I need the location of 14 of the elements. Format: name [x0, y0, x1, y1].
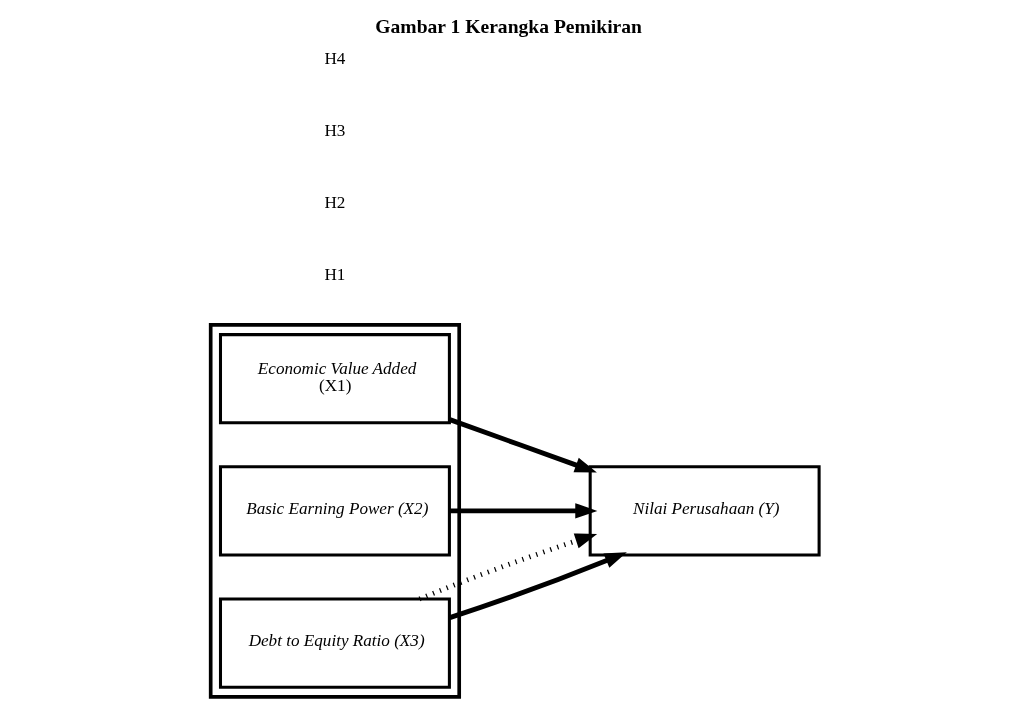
- arrow: [448, 552, 627, 620]
- node-box: Debt to Equity Ratio (X3): [218, 597, 451, 689]
- arrow: [449, 503, 597, 519]
- label: H4: [323, 48, 345, 68]
- node-box: Basic Earning Power (X2): [218, 465, 451, 557]
- cluster: [208, 322, 461, 699]
- diagram-title: Gambar 1 Kerangka Pemikiran: [374, 15, 642, 37]
- node-box: Economic Value Added (X1): [218, 333, 451, 425]
- arrow: [448, 417, 597, 473]
- label: H1: [323, 265, 345, 285]
- node-box: Nilai Perusahaan (Y): [588, 465, 821, 557]
- label: H2: [323, 193, 345, 213]
- label: H3: [323, 120, 345, 140]
- arrow: [418, 533, 597, 602]
